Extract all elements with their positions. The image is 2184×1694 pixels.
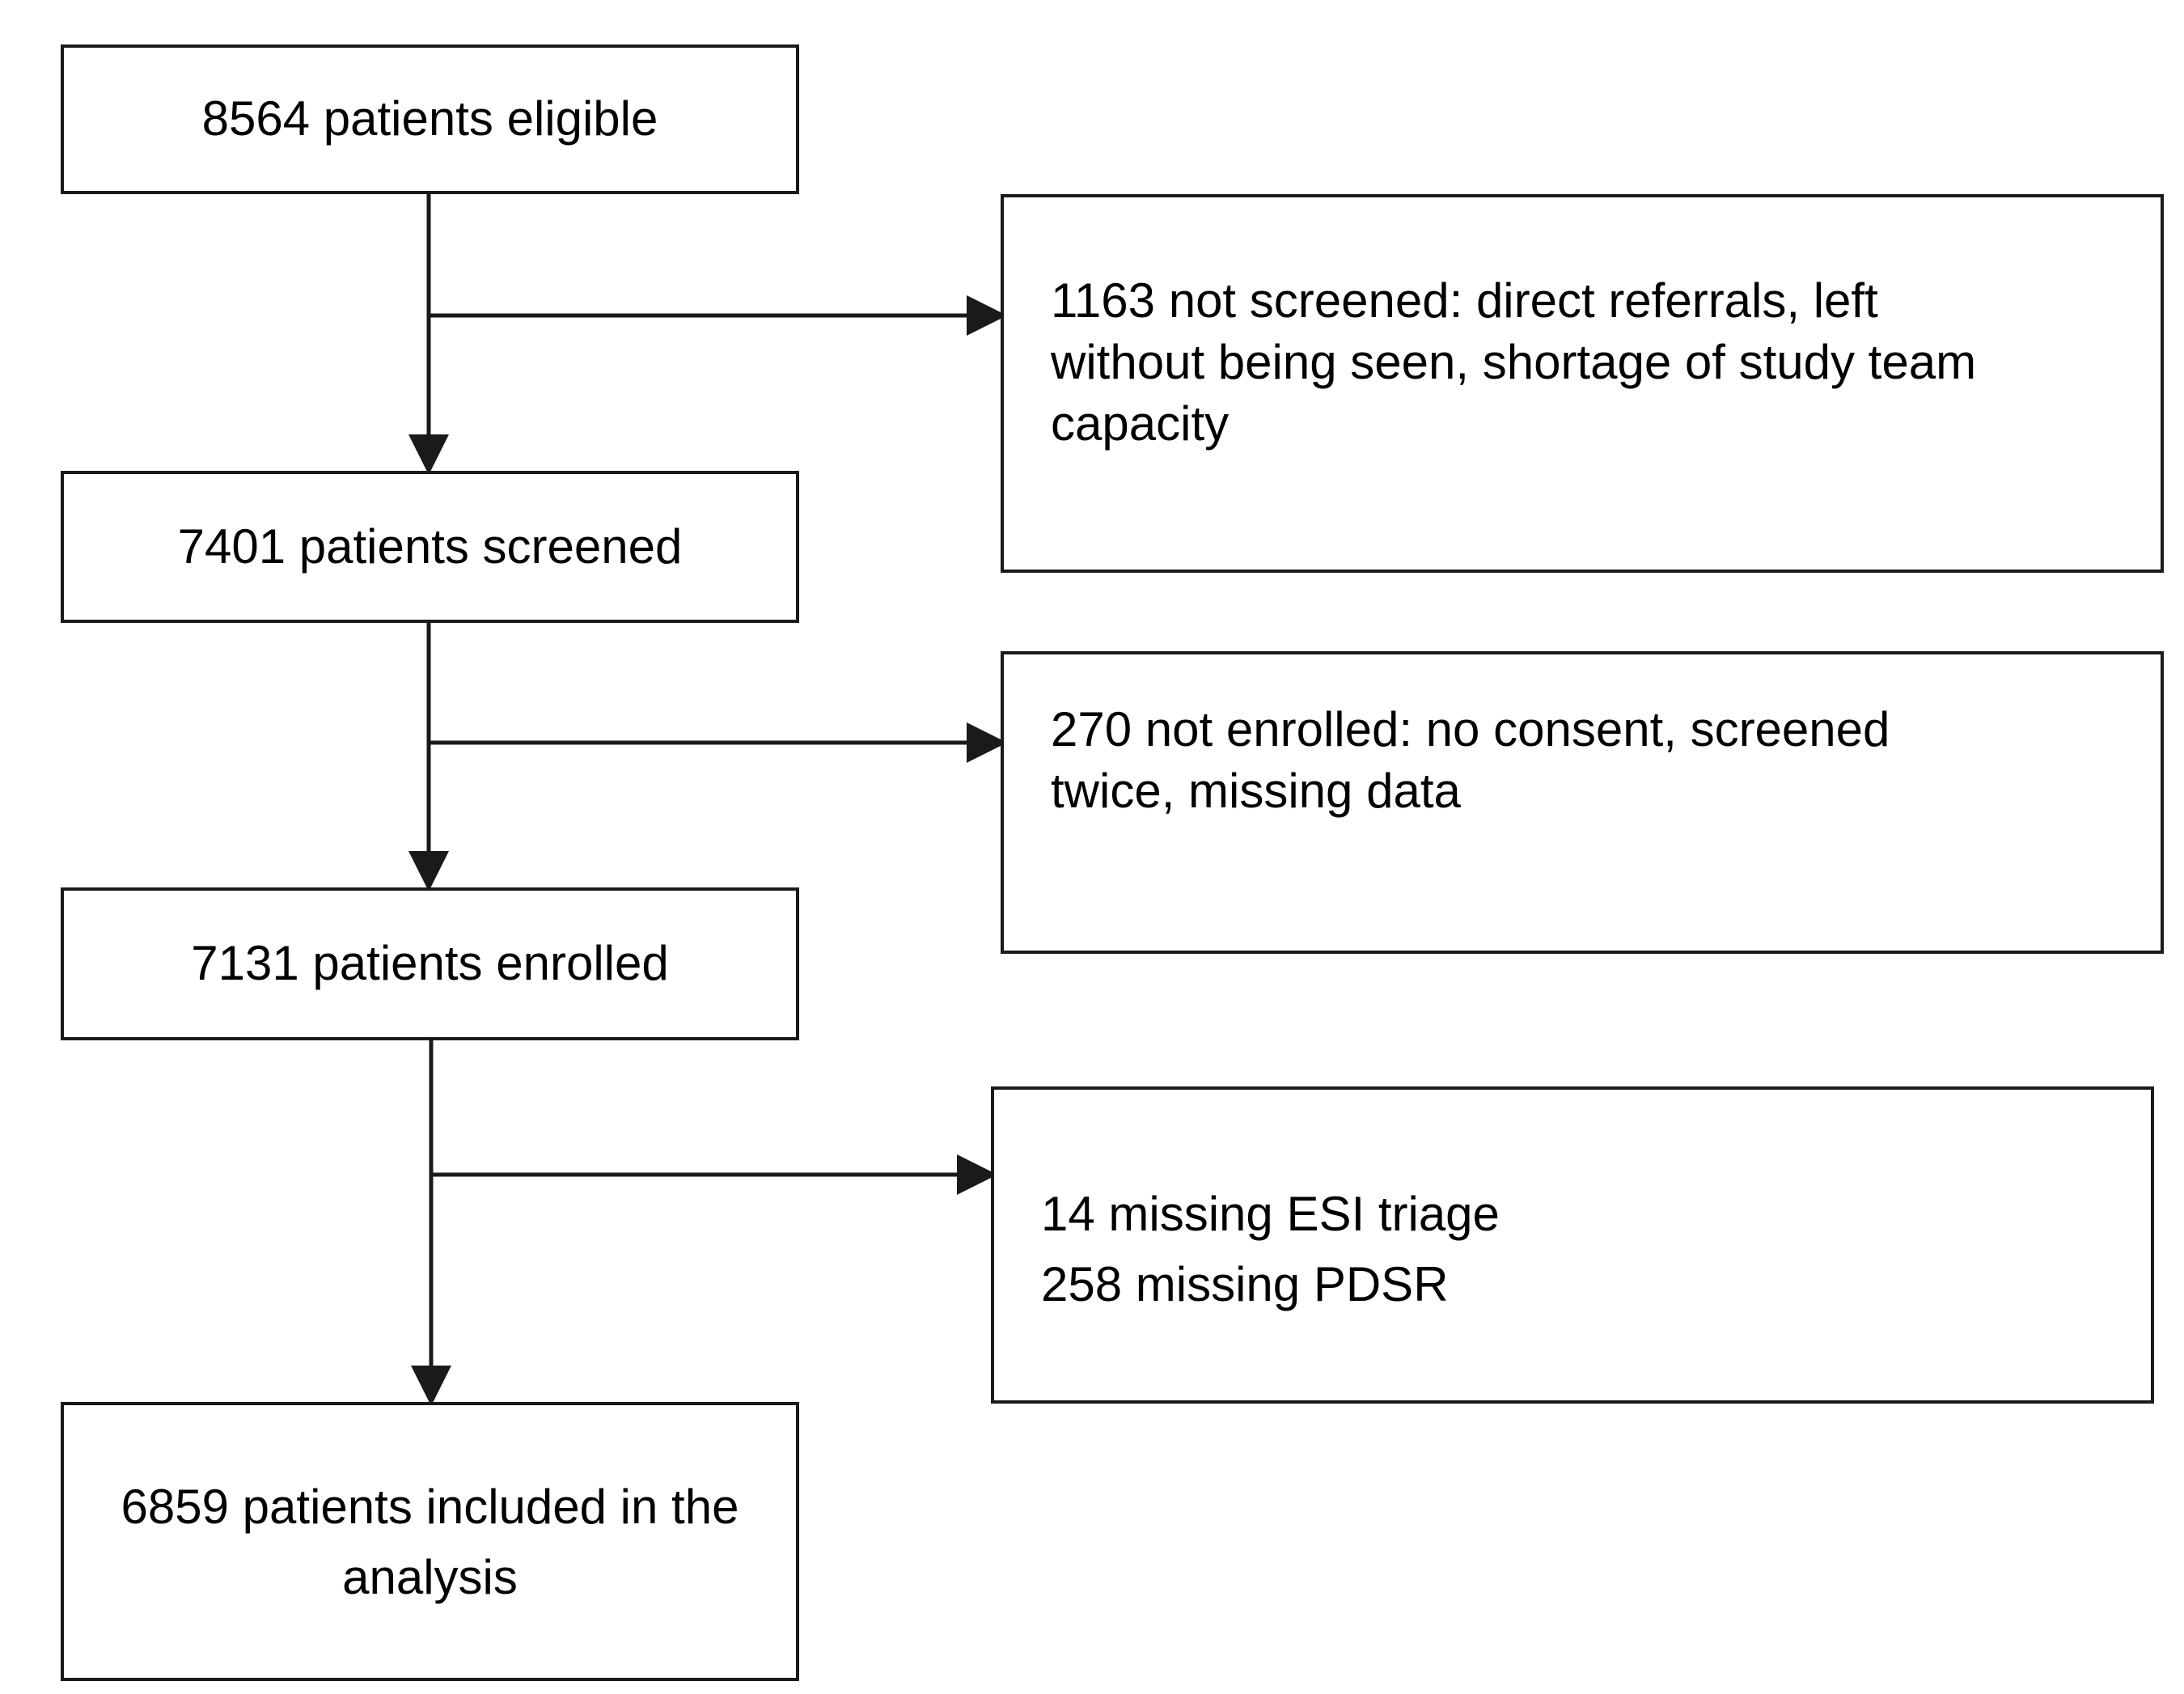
box-missing-data: 14 missing ESI triage 258 missing PDSR — [991, 1086, 2154, 1404]
box-eligible-text: 8564 patients eligible — [201, 91, 658, 146]
not-screened-line-1: 1163 not screened: direct referrals, lef… — [1051, 273, 1878, 328]
box-not-enrolled: 270 not enrolled: no consent, screened t… — [1001, 651, 2164, 954]
box-screened-text: 7401 patients screened — [177, 519, 683, 574]
not-enrolled-line-2: twice, missing data — [1051, 764, 1461, 819]
missing-data-line-1: 14 missing ESI triage — [1041, 1187, 1500, 1241]
box-enrolled-text: 7131 patients enrolled — [191, 936, 669, 991]
box-not-screened: 1163 not screened: direct referrals, lef… — [1001, 194, 2164, 573]
not-enrolled-line-1: 270 not enrolled: no consent, screened — [1051, 702, 1890, 756]
box-included: 6859 patients included in the analysis — [61, 1402, 799, 1681]
box-eligible: 8564 patients eligible — [61, 44, 799, 194]
box-included-text: 6859 patients included in the analysis — [121, 1479, 739, 1604]
missing-data-line-2: 258 missing PDSR — [1041, 1257, 1449, 1311]
not-screened-line-2: without being seen, shortage of study te… — [1051, 335, 1977, 390]
not-screened-line-3: capacity — [1051, 396, 1230, 451]
box-screened: 7401 patients screened — [61, 471, 799, 623]
box-enrolled: 7131 patients enrolled — [61, 887, 799, 1040]
